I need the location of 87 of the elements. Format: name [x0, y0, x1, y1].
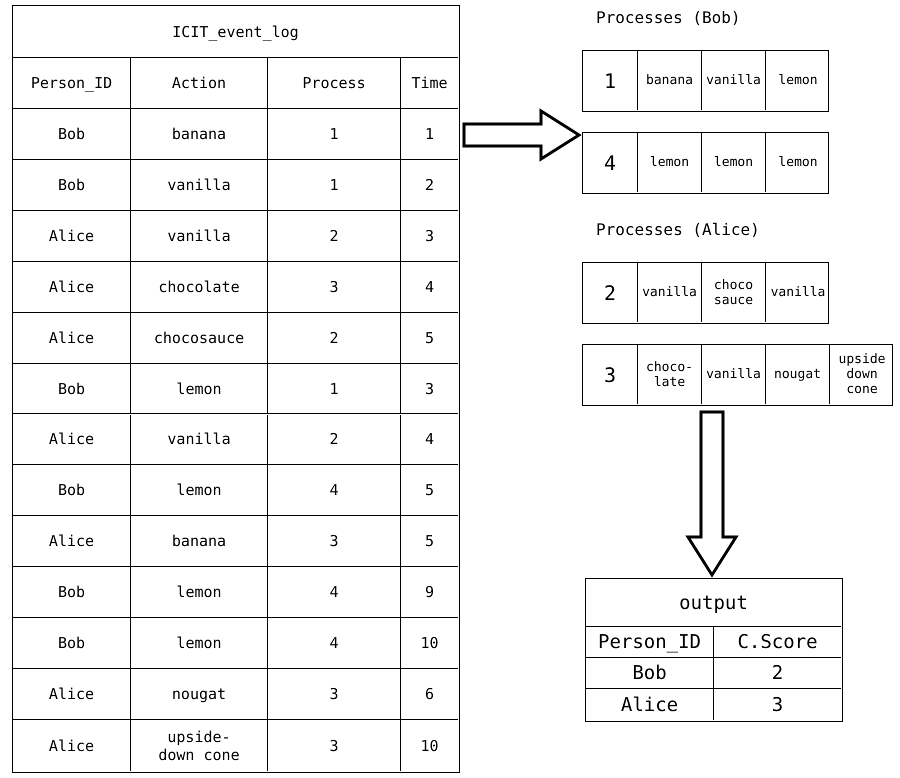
table-cell: Alice [13, 414, 131, 466]
table-cell: Bob [586, 658, 714, 689]
action-cell: vanilla [638, 263, 702, 322]
table-cell: 2 [268, 210, 401, 262]
table-cell: 4 [268, 567, 401, 618]
table-cell: 2 [401, 160, 458, 211]
table-cell: vanilla [131, 160, 268, 211]
table-cell: Alice [13, 210, 131, 262]
process-number: 2 [583, 263, 638, 322]
table-cell: Alice [13, 312, 131, 364]
process-number: 3 [583, 345, 638, 404]
table-cell: Alice [13, 720, 131, 771]
column-header: Action [131, 58, 268, 109]
table-cell: 4 [268, 618, 401, 670]
column-header: Time [401, 58, 458, 109]
table-cell: chocolate [131, 262, 268, 313]
table-cell: 5 [401, 312, 458, 364]
table-cell: chocosauce [131, 312, 268, 364]
column-header: Process [268, 58, 401, 109]
table-cell: Bob [13, 364, 131, 414]
table-cell: 6 [401, 669, 458, 720]
table-cell: 3 [268, 516, 401, 568]
table-cell: 3 [268, 720, 401, 771]
table-cell: 5 [401, 465, 458, 516]
table-cell: 5 [401, 516, 458, 568]
table-cell: Bob [13, 160, 131, 211]
table-cell: Alice [13, 262, 131, 313]
action-cell: vanilla [702, 345, 766, 404]
action-cell: choco- late [638, 345, 702, 404]
table-cell-text: 10 [419, 736, 440, 757]
process-number: 4 [583, 133, 638, 192]
column-header: Person_ID [13, 58, 131, 109]
block-arrow [685, 410, 739, 578]
table [12, 5, 460, 773]
table-cell: Bob [13, 618, 131, 670]
block-arrow [462, 108, 582, 162]
column-header: C.Score [714, 627, 841, 658]
table-cell: 2 [714, 658, 841, 689]
table-cell: Bob [13, 567, 131, 618]
table-cell: 4 [401, 414, 458, 466]
table-title: ICIT_event_log [13, 6, 458, 58]
table-cell: 4 [401, 262, 458, 313]
table-cell: banana [131, 108, 268, 160]
table-cell: 2 [268, 312, 401, 364]
action-cell: vanilla [702, 51, 766, 110]
table-cell: 1 [268, 160, 401, 211]
table-cell: 1 [401, 108, 458, 160]
table-cell: 3 [268, 669, 401, 720]
table-cell: 2 [268, 414, 401, 466]
table-cell: upside- down cone [131, 720, 268, 771]
table-cell-text: 3 [770, 692, 784, 718]
table-cell: lemon [131, 567, 268, 618]
table-cell: Alice [13, 669, 131, 720]
action-cell: banana [638, 51, 702, 110]
table-cell: nougat [131, 669, 268, 720]
action-cell: lemon [638, 133, 702, 192]
group-heading: Processes (Bob) [596, 8, 740, 27]
table-cell: banana [131, 516, 268, 568]
table-cell: 1 [268, 108, 401, 160]
table-cell: 10 [401, 618, 458, 670]
table-cell: 3 [401, 210, 458, 262]
table-cell: 3 [401, 364, 458, 414]
table-cell: 1 [268, 364, 401, 414]
column-header: Person_ID [586, 627, 714, 658]
action-cell-text: upside down cone [838, 351, 886, 399]
table-cell: Alice [13, 516, 131, 568]
table-cell: vanilla [131, 210, 268, 262]
table-cell: 4 [268, 465, 401, 516]
table-cell: 9 [401, 567, 458, 618]
process-number: 1 [583, 51, 638, 110]
table-cell: Alice [586, 689, 714, 720]
table-cell: 3 [268, 262, 401, 313]
action-cell-text: lemon [777, 72, 819, 90]
action-cell: nougat [766, 345, 830, 404]
table-cell: Bob [13, 465, 131, 516]
table-cell: lemon [131, 465, 268, 516]
action-cell: lemon [702, 133, 766, 192]
action-cell: choco sauce [702, 263, 766, 322]
table [585, 578, 843, 722]
action-cell-text: lemon [777, 154, 819, 172]
table-cell: lemon [131, 618, 268, 670]
action-cell-text: vanilla [770, 284, 826, 302]
group-heading: Processes (Alice) [596, 220, 760, 239]
table-cell: Bob [13, 108, 131, 160]
table-cell: lemon [131, 364, 268, 414]
table-title: output [586, 579, 841, 627]
table-cell: vanilla [131, 414, 268, 466]
